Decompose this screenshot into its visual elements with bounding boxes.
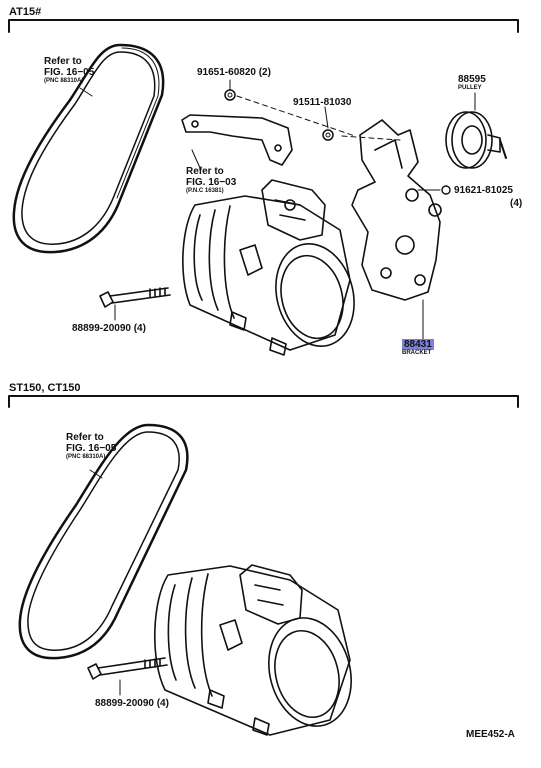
top-pulley-name: PULLEY <box>458 85 482 91</box>
top-belt-ref-pnc: (PNC 88310A) <box>44 78 84 84</box>
bottom-belt-ref-line2: FIG. 16−05 <box>66 443 117 454</box>
bottom-main-bolt-icon <box>87 657 168 680</box>
top-section-frame <box>8 19 519 33</box>
top-belt-ref-line1: Refer to <box>44 56 82 67</box>
top-nut-label: 91651-60820 (2) <box>197 67 271 78</box>
top-main-bolt-label: 88899-20090 (4) <box>72 323 146 334</box>
bottom-v-belt-icon <box>18 423 189 660</box>
top-v-belt-icon <box>12 43 165 254</box>
bracket-part-highlight: 88431 <box>402 339 434 350</box>
leader-bottom-belt <box>89 469 103 479</box>
top-bracket-ref-pnc: (P.N.C 16381) <box>186 188 224 194</box>
assembly-line-1 <box>236 95 356 137</box>
top-bracket-part: 88431 <box>402 339 434 350</box>
top-bracket-ref-callout: Refer to FIG. 16−03 (P.N.C 16381) <box>186 166 236 195</box>
top-small-bracket-icon <box>181 114 293 166</box>
top-belt-ref-line2: FIG. 16−05 <box>44 67 95 78</box>
top-belt-callout: Refer to FIG. 16−05 (PNC 88310A) <box>44 56 94 85</box>
top-bracket-icon <box>351 119 442 301</box>
bottom-belt-ref-line1: Refer to <box>66 432 104 443</box>
top-bracket-ref-line2: FIG. 16−03 <box>186 177 237 188</box>
top-bracket-name: BRACKET <box>402 350 432 356</box>
top-washer-label: 91511-81030 <box>293 97 352 108</box>
top-side-bolt-qty: (4) <box>510 198 523 209</box>
top-compressor-icon <box>182 179 355 356</box>
leader-top-washer <box>324 106 329 129</box>
bottom-section-title: ST150, CT150 <box>9 382 81 394</box>
top-bracket-ref-line1: Refer to <box>186 166 224 177</box>
top-side-bolt-icon <box>441 185 451 195</box>
top-nut-icon <box>224 89 236 101</box>
leader-top-bracket-ref <box>191 149 201 169</box>
assembly-line-2 <box>341 135 401 141</box>
top-pulley-callout: 88595 PULLEY <box>458 74 486 92</box>
top-pulley-part: 88595 <box>458 74 486 85</box>
leader-top-belt <box>79 87 93 97</box>
top-washer-icon <box>322 129 334 141</box>
top-main-bolt-icon <box>99 287 171 308</box>
bottom-main-bolt-label: 88899-20090 (4) <box>95 698 169 709</box>
bottom-section-frame <box>8 395 519 408</box>
top-section-title: AT15# <box>9 6 42 18</box>
footer-code: MEE452-A <box>466 729 515 740</box>
bottom-belt-ref-pnc: (PNC 88310A) <box>66 454 106 460</box>
top-bracket-callout: 88431 BRACKET <box>402 339 434 357</box>
bottom-compressor-icon <box>154 564 352 736</box>
bottom-belt-callout: Refer to FIG. 16−05 (PNC 88310A) <box>66 432 116 461</box>
top-side-bolt-label: 91621-81025 <box>454 185 513 196</box>
top-pulley-icon <box>445 111 507 169</box>
